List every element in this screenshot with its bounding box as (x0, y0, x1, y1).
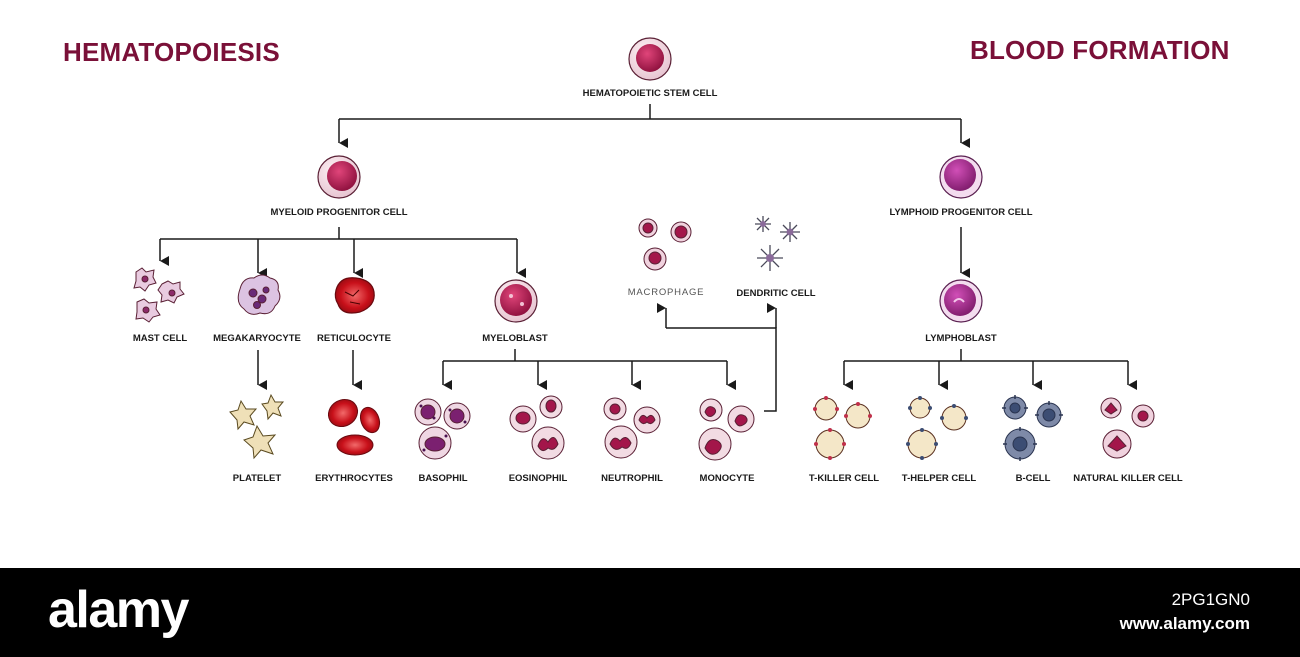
image-id: 2PG1GN0 (1171, 590, 1250, 609)
label-lymphoblast: LYMPHOBLAST (925, 333, 997, 344)
monocyte-icon (698, 398, 755, 461)
stem-cell-icon (628, 37, 672, 81)
label-myeloid-progenitor: MYELOID PROGENITOR CELL (270, 207, 408, 218)
label-stem-cell: HEMATOPOIETIC STEM CELL (582, 88, 718, 99)
label-thelper-cell: T-HELPER CELL (901, 473, 977, 484)
label-eosinophil: EOSINOPHIL (508, 473, 568, 484)
label-mast-cell: MAST CELL (132, 333, 188, 344)
dendritic-cell-icon (755, 216, 800, 271)
nk-cell-icon (1100, 397, 1155, 459)
title-hematopoiesis: HEMATOPOIESIS (63, 37, 280, 67)
bcell-icon (1002, 395, 1063, 461)
macrophage-icon (638, 218, 692, 271)
label-lymphoid-progenitor: LYMPHOID PROGENITOR CELL (889, 207, 1033, 218)
platelet-icon (229, 393, 285, 460)
label-dendritic-cell: DENDRITIC CELL (736, 288, 816, 299)
label-myeloblast: MYELOBLAST (482, 333, 548, 344)
eosinophil-icon (509, 395, 565, 460)
label-platelet: PLATELET (232, 473, 282, 484)
label-basophil: BASOPHIL (418, 473, 468, 484)
mast-cell-icon (133, 267, 185, 323)
lymphoblast-icon (939, 279, 983, 323)
label-neutrophil: NEUTROPHIL (601, 473, 663, 484)
tkiller-cell-icon (813, 396, 872, 460)
label-erythrocytes: ERYTHROCYTES (315, 473, 393, 484)
neutrophil-icon (603, 397, 661, 459)
label-megakaryocyte: MEGAKARYOCYTE (213, 333, 301, 344)
title-blood-formation: BLOOD FORMATION (970, 35, 1230, 65)
label-macrophage: MACROPHAGE (627, 287, 705, 298)
basophil-icon (414, 398, 471, 460)
lymphoid-progenitor-icon (939, 155, 983, 199)
label-monocyte: MONOCYTE (699, 473, 755, 484)
megakaryocyte-icon (237, 274, 281, 315)
alamy-logo[interactable]: alamy (48, 581, 189, 639)
connectors (159, 104, 1137, 412)
thelper-cell-icon (906, 396, 968, 460)
label-reticulocyte: RETICULOCYTE (317, 333, 391, 344)
watermark-footer: alamy 2PG1GN0 www.alamy.com (0, 568, 1300, 657)
hematopoiesis-diagram (133, 37, 1155, 461)
myeloid-progenitor-icon (317, 155, 361, 199)
label-nk-cell: NATURAL KILLER CELL (1073, 473, 1183, 484)
reticulocyte-icon (334, 277, 375, 314)
connector-monocyte-up (666, 327, 777, 412)
myeloblast-icon (494, 279, 538, 323)
site-link[interactable]: www.alamy.com (1119, 614, 1250, 633)
label-tkiller-cell: T-KILLER CELL (808, 473, 880, 484)
erythrocytes-icon (327, 398, 381, 456)
label-bcell: B-CELL (1015, 473, 1051, 484)
